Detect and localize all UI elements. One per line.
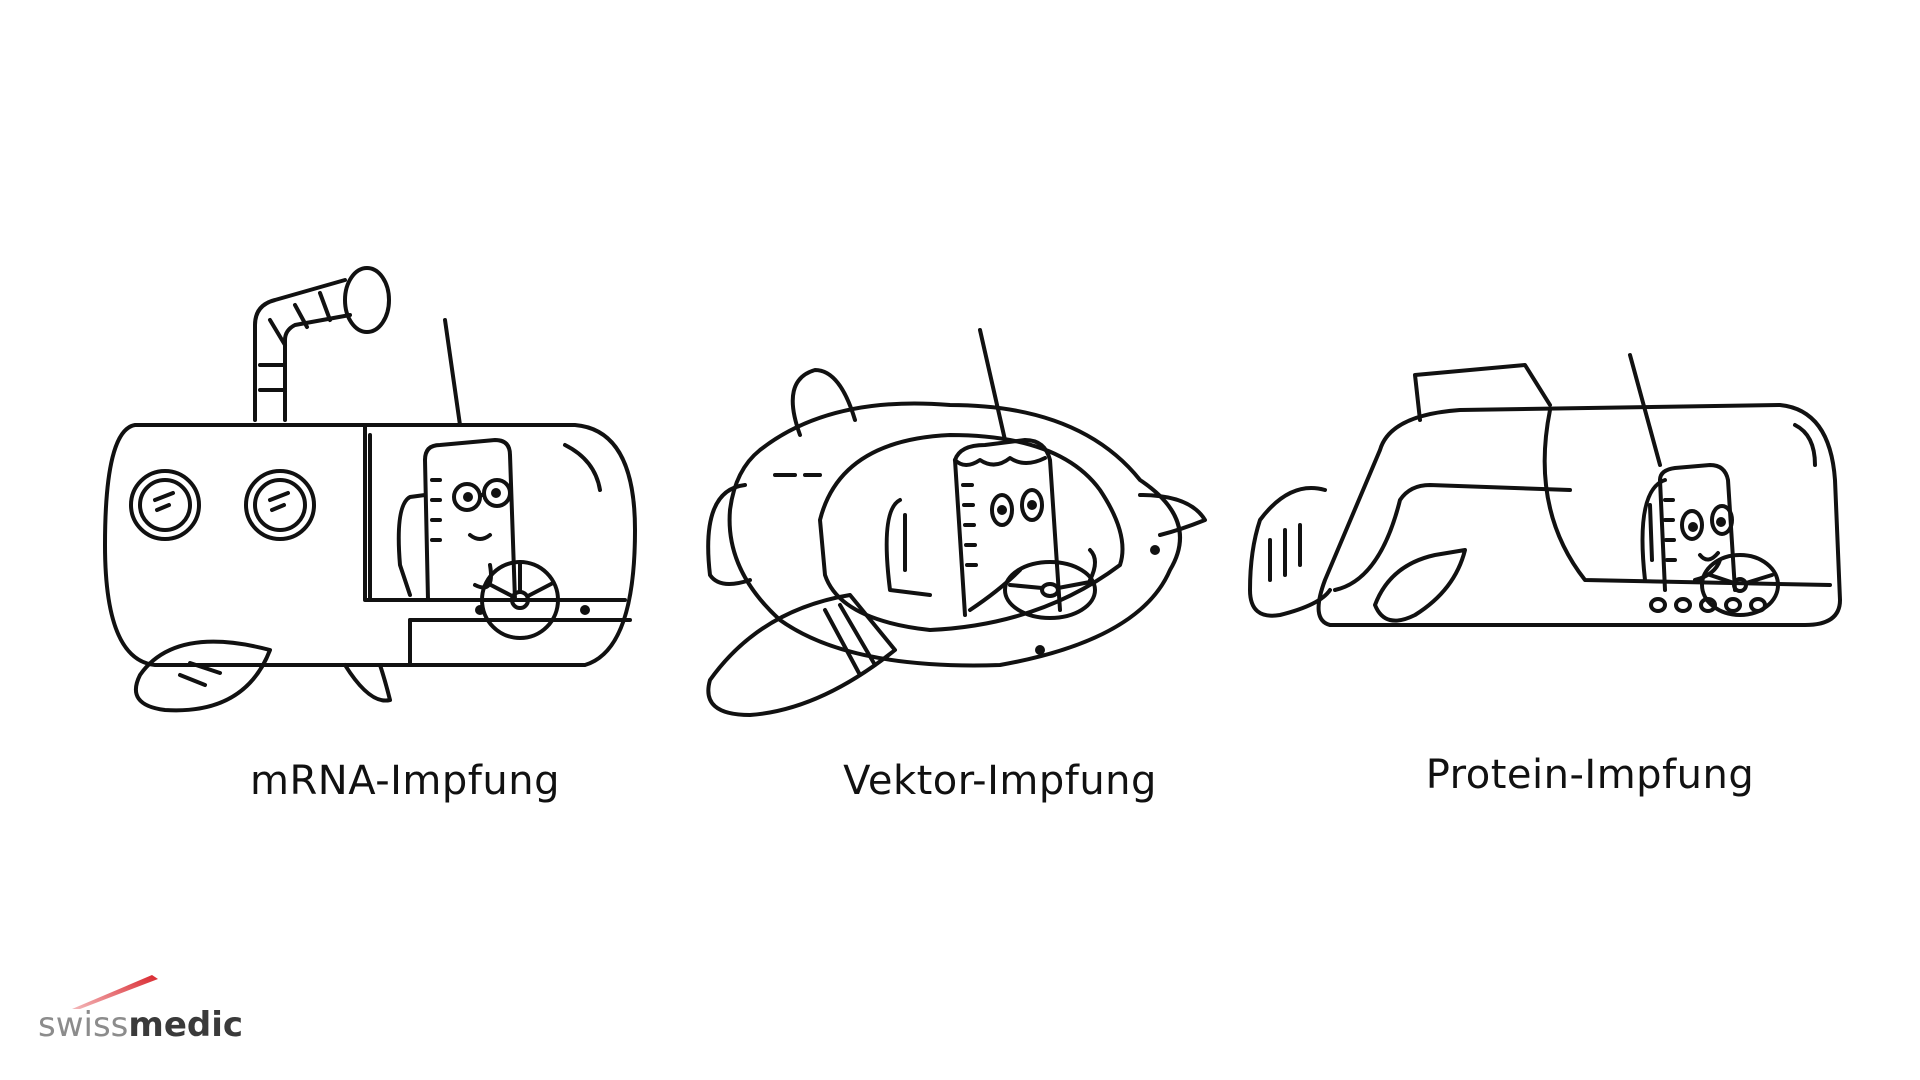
swissmedic-logo: swissmedic: [38, 975, 278, 1045]
logo-wordmark: swissmedic: [38, 1005, 243, 1045]
logo-medic-text: medic: [128, 1005, 244, 1045]
mrna-vaccine-label: mRNA-Impfung: [250, 758, 560, 804]
logo-accent-icon: [72, 975, 158, 1009]
protein-vaccine-label: Protein-Impfung: [1425, 752, 1755, 798]
mrna-submarine-illustration: [95, 265, 655, 725]
rocket-icon: [706, 328, 1207, 717]
submarine-icon: [103, 266, 637, 713]
vector-vaccine-label: Vektor-Impfung: [843, 758, 1157, 804]
protein-boat-illustration: [1240, 350, 1860, 670]
boat-icon: [1248, 353, 1842, 627]
vector-rocket-illustration: [700, 320, 1240, 740]
logo-swiss-text: swiss: [38, 1005, 129, 1045]
